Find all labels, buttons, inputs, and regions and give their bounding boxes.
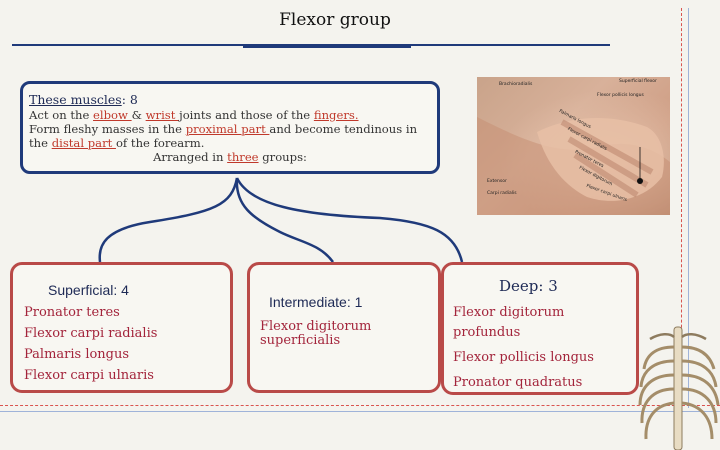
ribcage-illustration xyxy=(636,325,720,450)
intro-text: and become tendinous in xyxy=(269,122,417,136)
intro-heading-label: These muscles xyxy=(29,92,122,107)
intro-text: Form fleshy masses in the xyxy=(29,122,186,136)
superficial-item: Flexor carpi ulnaris xyxy=(24,368,154,384)
term-proximal-part: proximal part xyxy=(186,122,270,136)
intro-box: These muscles: 8 Act on the elbow & wris… xyxy=(20,81,440,174)
forearm-muscles-photo: Brachioradialis Superficial flexor Flexo… xyxy=(477,77,670,215)
intro-line-2: Form fleshy masses in the proximal part … xyxy=(29,122,431,136)
photo-label: Brachioradialis xyxy=(499,82,532,87)
photo-label: Extensor xyxy=(487,179,507,184)
intro-text: the xyxy=(29,136,52,150)
connector-deep xyxy=(237,178,462,262)
intro-text: Arranged in xyxy=(153,150,227,164)
connector-intermediate xyxy=(237,178,333,262)
superficial-group-box: Superficial: 4 Pronator teres Flexor car… xyxy=(10,262,233,393)
superficial-group-title: Superficial: 4 xyxy=(48,282,129,298)
intro-text: & xyxy=(132,108,146,122)
intro-text: groups: xyxy=(259,150,307,164)
intermediate-item: Flexor digitorum xyxy=(260,320,371,334)
deep-item: Flexor digitorum xyxy=(453,305,564,321)
intermediate-group-title: Intermediate: 1 xyxy=(269,294,362,310)
photo-label: Carpi radialis xyxy=(487,191,517,196)
deep-item: Pronator quadratus xyxy=(453,375,582,391)
intro-text: Act on the xyxy=(29,108,93,122)
superficial-item: Pronator teres xyxy=(24,305,120,321)
intro-line-1: Act on the elbow & wrist joints and thos… xyxy=(29,108,431,122)
intro-text: joints and those of the xyxy=(179,108,314,122)
superficial-item: Flexor carpi radialis xyxy=(24,326,157,342)
intro-line-3: the distal part of the forearm. xyxy=(29,136,431,150)
term-fingers: fingers. xyxy=(314,108,359,122)
term-elbow: elbow xyxy=(93,108,132,122)
superficial-item: Palmaris longus xyxy=(24,347,129,363)
connector-superficial xyxy=(100,178,237,262)
deep-group-box: Deep: 3 Flexor digitorum profundus Flexo… xyxy=(441,262,639,395)
sternum-shape xyxy=(674,327,682,450)
deep-item: Flexor pollicis longus xyxy=(453,350,594,366)
intro-line-4: Arranged in three groups: xyxy=(29,150,431,164)
intermediate-item: superficialis xyxy=(260,334,340,348)
term-wrist: wrist xyxy=(146,108,179,122)
photo-label: Flexor pollicis longus xyxy=(597,93,644,98)
intro-heading: These muscles: 8 xyxy=(29,93,431,107)
photo-label: Superficial flexor xyxy=(619,79,657,84)
intro-count: : 8 xyxy=(122,92,138,107)
term-three: three xyxy=(227,150,258,164)
intermediate-group-box: Intermediate: 1 Flexor digitorum superfi… xyxy=(247,262,441,393)
deep-item: profundus xyxy=(453,325,520,341)
term-distal-part: distal part xyxy=(52,136,116,150)
deep-group-title: Deep: 3 xyxy=(499,277,558,295)
intro-text: of the forearm. xyxy=(116,136,204,150)
